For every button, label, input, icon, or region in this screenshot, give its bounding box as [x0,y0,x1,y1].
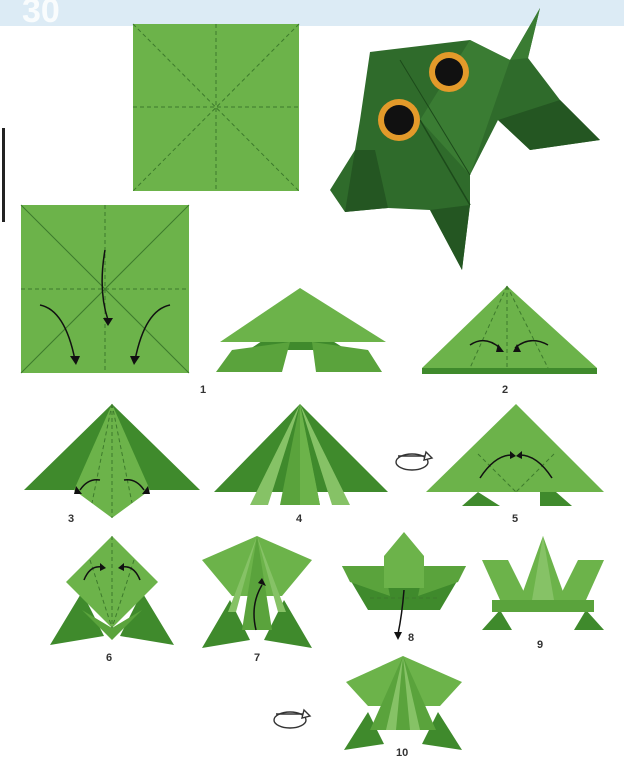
step8-shape [342,532,466,640]
step4-shape [214,404,388,505]
left-edge-mark [2,128,5,222]
step1-square [21,205,189,373]
step-label-8: 8 [408,632,414,644]
step6-shape [50,536,174,645]
step-label-6: 6 [106,652,112,664]
step2-triangle [422,286,597,374]
step-label-1: 1 [200,384,206,396]
header-number: 30 [22,0,60,30]
step-label-7: 7 [254,652,260,664]
step-label-9: 9 [537,639,543,651]
step1-triangle [216,288,386,372]
step-label-3: 3 [68,513,74,525]
step10-shape [344,656,462,750]
turn-over-icon [396,452,432,470]
header-band [0,0,624,26]
step9-shape [482,536,604,630]
step-label-10: 10 [396,747,408,759]
finished-frog-photo [330,8,600,270]
step-label-5: 5 [512,513,518,525]
turn-over-icon [274,710,310,728]
square-paper [133,24,299,191]
step5-shape [426,404,604,506]
step7-shape [202,536,312,648]
step-label-2: 2 [502,384,508,396]
step3-shape [24,404,200,518]
step-label-4: 4 [296,513,303,525]
